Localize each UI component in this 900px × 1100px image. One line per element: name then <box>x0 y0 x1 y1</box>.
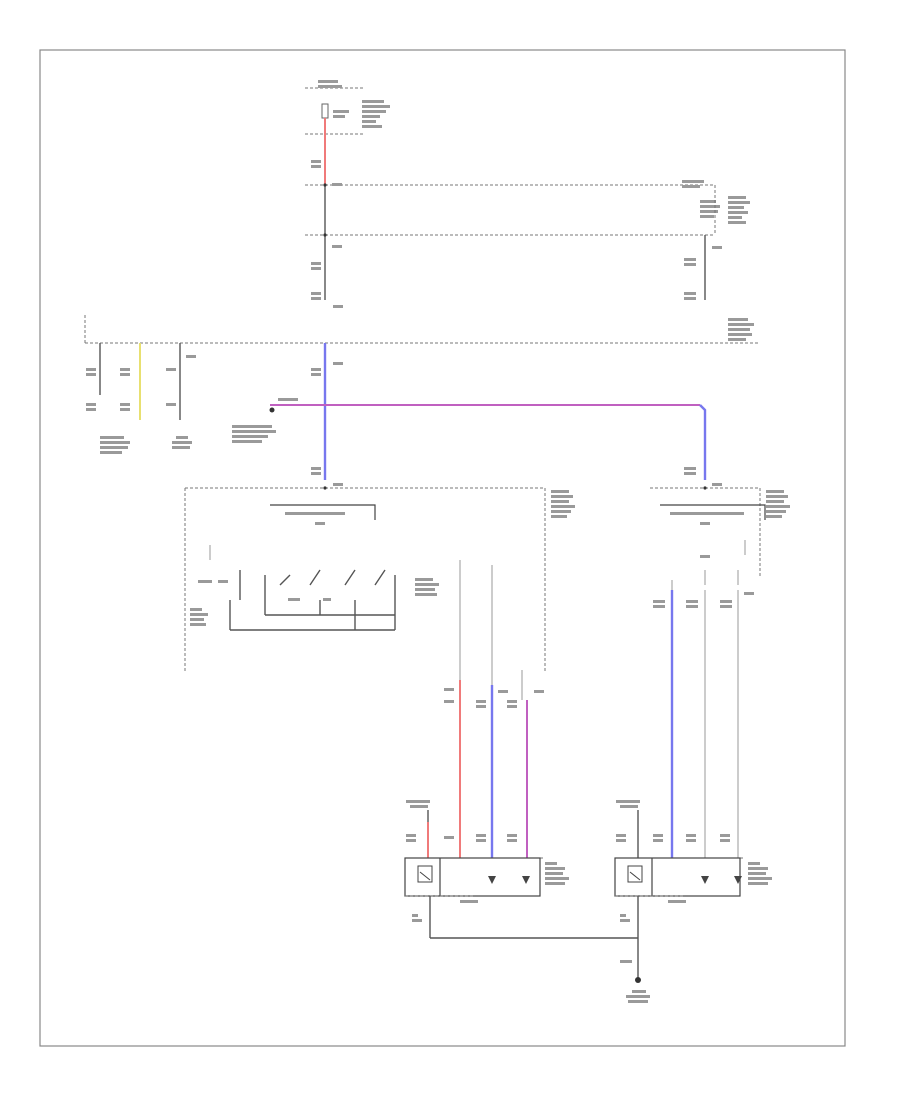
left-mirror-switch <box>184 483 575 672</box>
ground-circuit <box>412 896 650 1003</box>
left-outside-mirror <box>404 800 569 903</box>
junction-block <box>305 180 750 248</box>
ground-icon <box>635 977 641 983</box>
splice-violet <box>232 398 707 480</box>
right-mirror-switch <box>650 483 790 608</box>
mirror-motor-icon <box>417 865 433 883</box>
mirror-motor-icon <box>627 865 643 883</box>
power-source <box>305 80 390 135</box>
fuse-icon <box>321 103 329 119</box>
left-small-circuits <box>86 343 196 454</box>
left-mirror-wires <box>444 560 544 858</box>
right-mirror-wires <box>670 590 739 858</box>
passenger-compartment-fuse-box <box>84 315 760 344</box>
right-outside-mirror <box>614 800 772 903</box>
diagram-frame <box>39 49 846 1047</box>
